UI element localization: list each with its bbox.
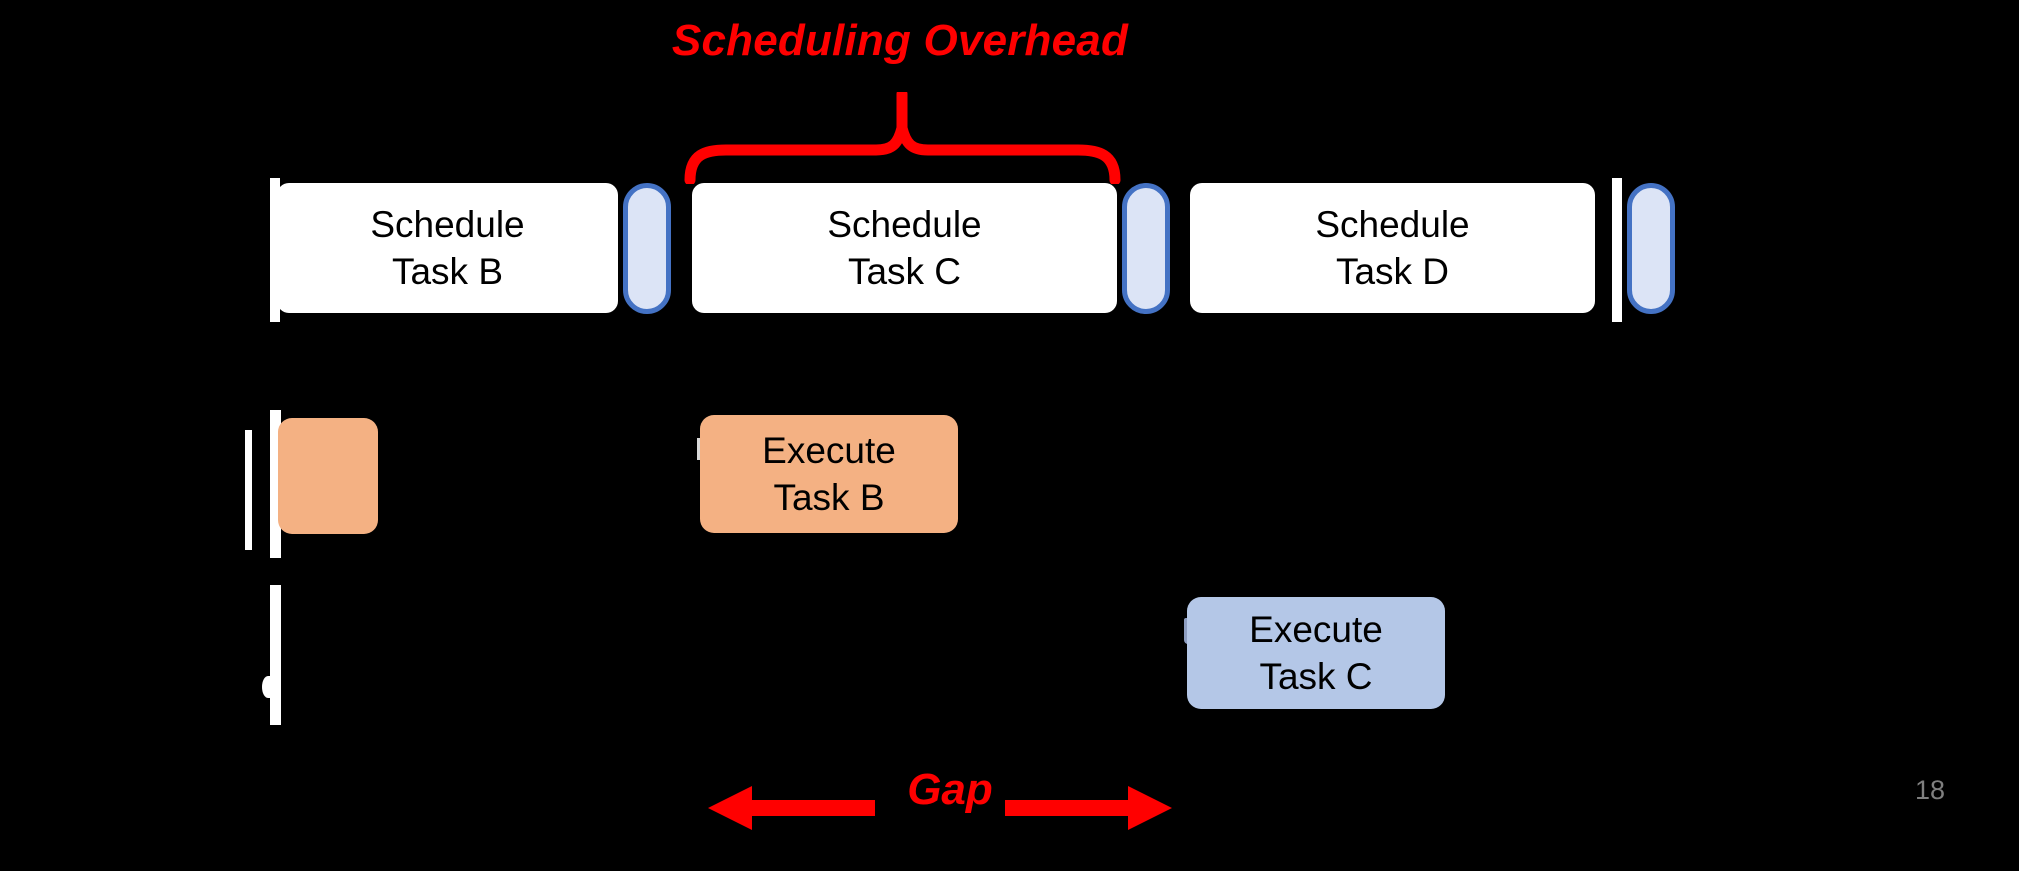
execute-task-b-block[interactable]: Execute Task B — [700, 415, 958, 533]
scheduling-overhead-brace — [680, 92, 1125, 184]
brace-icon — [684, 92, 1121, 184]
schedule-task-d-block[interactable]: Schedule Task D — [1190, 183, 1595, 313]
timeline-end-tick — [1612, 178, 1622, 322]
row2-leading-block — [278, 418, 378, 534]
page-number: 18 — [1914, 775, 1945, 805]
timeline-start-tick — [270, 178, 280, 322]
schedule-task-c-block[interactable]: Schedule Task C — [692, 183, 1117, 313]
double-arrow-icon — [708, 786, 1172, 830]
execute-task-c-block[interactable]: Execute Task C — [1187, 597, 1445, 709]
row2-axis-tick-inner — [270, 410, 281, 558]
gap-arrow — [690, 778, 1190, 838]
schedule-task-b-line2: Task B — [391, 251, 504, 292]
execute-task-b-line2: Task B — [773, 477, 885, 518]
execute-task-c-line2: Task C — [1259, 656, 1373, 697]
scheduling-overhead-label: Scheduling Overhead — [671, 16, 1129, 65]
schedule-task-b-block[interactable]: Schedule Task B — [277, 183, 618, 313]
context-switch-block-3[interactable] — [1627, 183, 1675, 314]
row2-axis-tick-outer — [245, 430, 252, 550]
schedule-task-b-line1: Schedule — [370, 203, 525, 245]
row3-axis-tick — [270, 585, 281, 725]
row3-clipped-glyph — [262, 676, 274, 698]
execute-task-c-line1: Execute — [1249, 608, 1383, 650]
schedule-task-d-line1: Schedule — [1315, 203, 1470, 245]
schedule-task-d-line2: Task D — [1335, 251, 1450, 292]
schedule-task-c-line1: Schedule — [827, 203, 982, 245]
execute-task-b-line1: Execute — [762, 429, 896, 471]
schedule-task-c-line2: Task C — [847, 251, 962, 292]
context-switch-block-1[interactable] — [623, 183, 671, 314]
context-switch-block-2[interactable] — [1122, 183, 1170, 314]
gap-label: Gap — [907, 765, 993, 814]
